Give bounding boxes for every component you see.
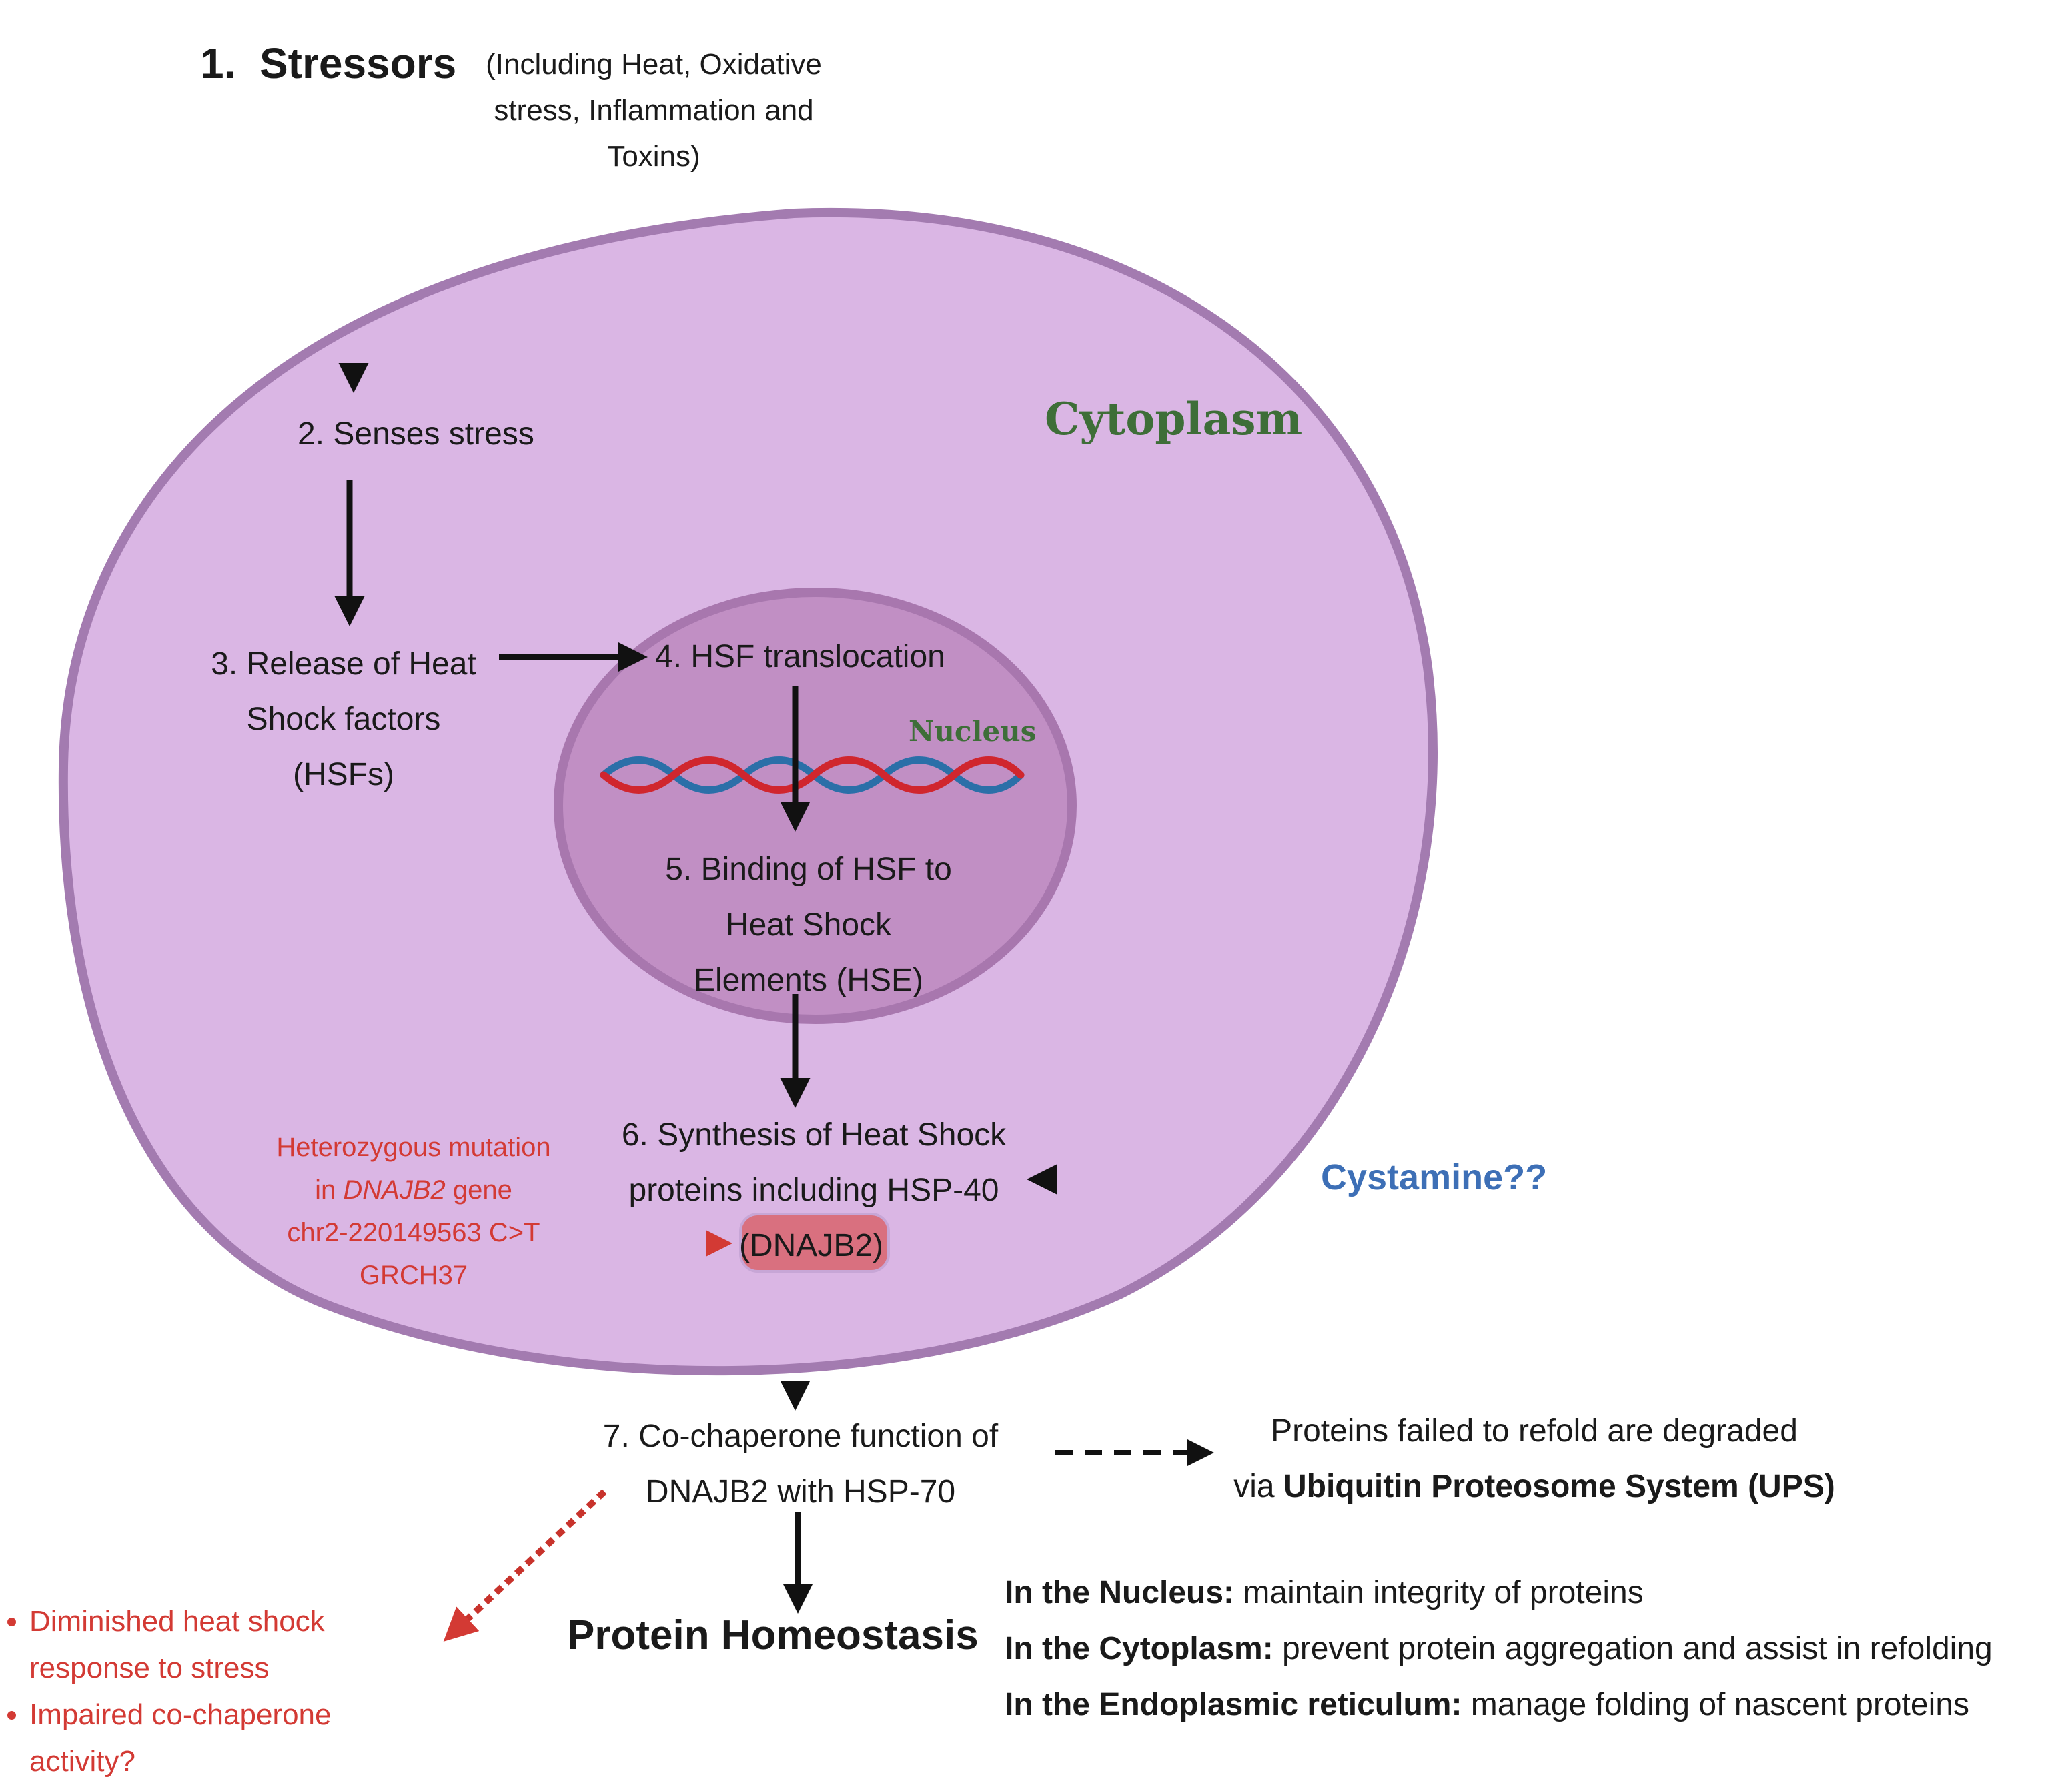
- mutation-gene: DNAJB2: [343, 1175, 446, 1205]
- step3-line: 3. Release of Heat: [211, 646, 476, 682]
- step6-synthesis-hsp: 6. Synthesis of Heat Shock proteins incl…: [587, 1107, 1041, 1273]
- nucleus-label: Nucleus: [909, 715, 1037, 748]
- homeostasis-item: In the Nucleus: maintain integrity of pr…: [1005, 1565, 1993, 1621]
- stressors-heading: 1. Stressors: [200, 36, 456, 91]
- cytoplasm-label: Cytoplasm: [1045, 393, 1303, 445]
- step6-line: 6. Synthesis of Heat Shock: [621, 1117, 1007, 1153]
- step3-release-hsf: 3. Release of Heat Shock factors (HSFs): [167, 636, 520, 802]
- homeostasis-item: In the Endoplasmic reticulum: manage fol…: [1005, 1677, 1993, 1733]
- stressors-detail-line: (Including Heat, Oxidative: [486, 48, 822, 81]
- nucleus-membrane: [554, 588, 1077, 1024]
- step5-line: 5. Binding of HSF to: [665, 852, 952, 887]
- stressors-detail-line: stress, Inflammation and: [494, 94, 814, 127]
- step3-line: Shock factors: [246, 702, 441, 737]
- step1-title: Stressors: [259, 39, 457, 87]
- homeostasis-text: maintain integrity of proteins: [1234, 1575, 1644, 1610]
- protein-homeostasis-title: Protein Homeostasis: [567, 1612, 979, 1658]
- homeostasis-item: In the Cytoplasm: prevent protein aggreg…: [1005, 1621, 1993, 1677]
- step2-senses-stress: 2. Senses stress: [298, 416, 534, 452]
- effect-item: Diminished heat shock response to stress: [29, 1598, 414, 1692]
- mutation-effects: Diminished heat shock response to stress…: [0, 1598, 414, 1785]
- dnajb2-highlight: [739, 1213, 890, 1273]
- step5-binding-hsf: 5. Binding of HSF to Heat Shock Elements…: [608, 842, 1009, 1008]
- stressors-detail: (Including Heat, Oxidative stress, Infla…: [454, 41, 854, 179]
- mutation-line: GRCH37: [359, 1261, 468, 1290]
- mutation-line: chr2-220149563 C>T: [287, 1218, 540, 1247]
- ups-degradation-note: Proteins failed to refold are degraded v…: [1194, 1403, 1875, 1514]
- dna-helix-icon: [600, 756, 1025, 794]
- step1-number: 1.: [200, 39, 236, 87]
- stressors-detail-line: Toxins): [607, 140, 700, 173]
- mutation-line: in DNAJB2 gene: [247, 1169, 580, 1211]
- homeostasis-list: In the Nucleus: maintain integrity of pr…: [1005, 1565, 1993, 1733]
- mutation-prefix: in: [315, 1175, 344, 1205]
- homeostasis-location: In the Endoplasmic reticulum:: [1005, 1687, 1462, 1722]
- step7-line: DNAJB2 with HSP-70: [645, 1474, 956, 1510]
- mutation-suffix: gene: [445, 1175, 512, 1205]
- arrow-cochaperone-to-effects-dotted: [443, 1489, 607, 1642]
- cystamine-label: Cystamine??: [1321, 1157, 1548, 1197]
- step7-cochaperone: 7. Co-chaperone function of DNAJB2 with …: [567, 1409, 1034, 1520]
- mutation-note: Heterozygous mutation in DNAJB2 gene chr…: [247, 1126, 580, 1297]
- ups-prefix: via: [1233, 1469, 1283, 1504]
- step6-line: proteins including HSP-40: [628, 1173, 999, 1208]
- ups-line: via Ubiquitin Proteosome System (UPS): [1194, 1459, 1875, 1514]
- effects-list: Diminished heat shock response to stress…: [0, 1598, 414, 1785]
- step5-line: Elements (HSE): [693, 963, 924, 998]
- effect-item: Impaired co-chaperone activity?: [29, 1692, 414, 1785]
- homeostasis-location: In the Nucleus:: [1005, 1575, 1235, 1610]
- homeostasis-text: manage folding of nascent proteins: [1462, 1687, 1969, 1722]
- step7-line: 7. Co-chaperone function of: [602, 1419, 999, 1454]
- ups-system: Ubiquitin Proteosome System (UPS): [1283, 1469, 1835, 1504]
- mutation-line: Heterozygous mutation: [276, 1133, 551, 1162]
- step5-line: Heat Shock: [725, 907, 892, 943]
- step4-hsf-translocation: 4. HSF translocation: [655, 639, 945, 674]
- step3-line: (HSFs): [293, 757, 394, 792]
- homeostasis-location: In the Cytoplasm:: [1005, 1631, 1273, 1666]
- homeostasis-text: prevent protein aggregation and assist i…: [1273, 1631, 1993, 1666]
- ups-line: Proteins failed to refold are degraded: [1271, 1413, 1798, 1449]
- step6-dnajb2: (DNAJB2): [738, 1228, 884, 1263]
